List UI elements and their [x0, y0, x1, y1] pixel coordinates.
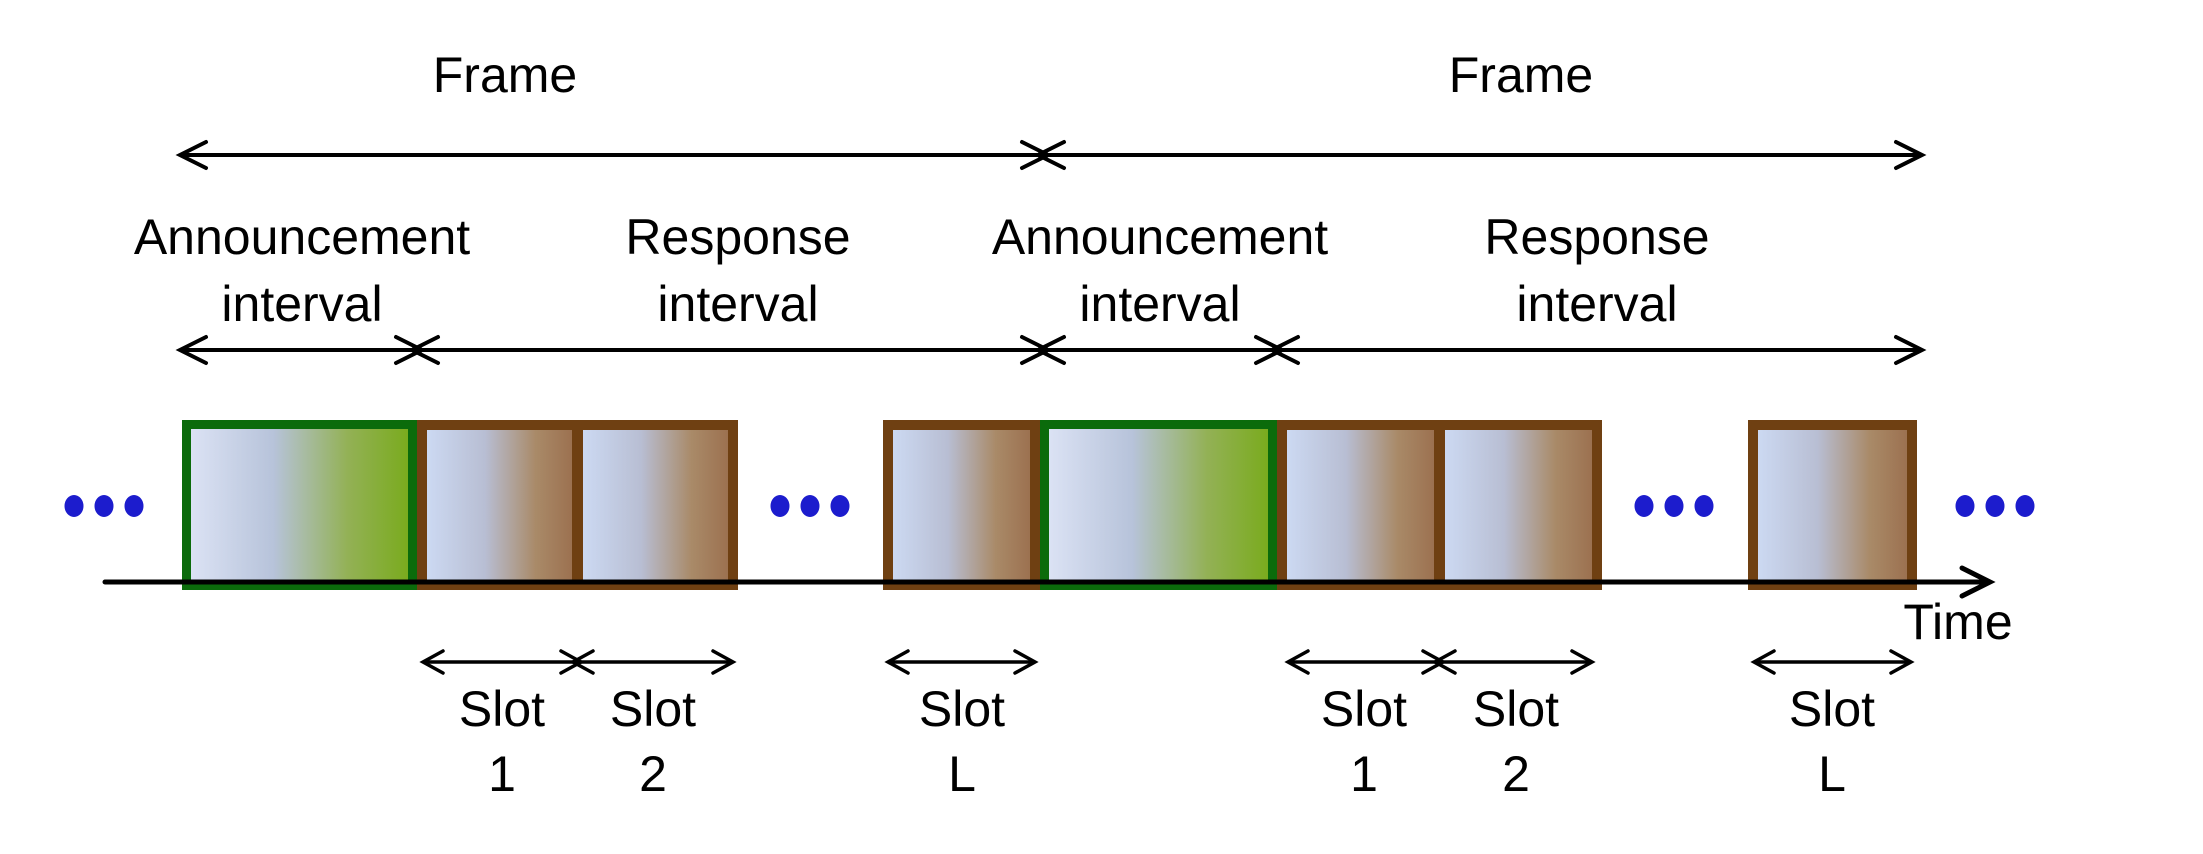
announcement-cell — [191, 429, 408, 581]
slot-2-label-frame-1-word: Slot — [609, 681, 697, 737]
slot-1-label-frame-1-word: Slot — [458, 681, 546, 737]
slot-L-cell-frame-1 — [893, 430, 1030, 580]
slot-1-label-frame-2-index: 1 — [1350, 746, 1378, 802]
announcement-interval-2-label: Announcement interval — [992, 204, 1328, 338]
response-interval-2-label-line-1: Response — [1484, 209, 1710, 265]
slot-1-cell-frame-2 — [1287, 430, 1434, 580]
dot — [64, 495, 84, 517]
slot-L-label-frame-1-word: Slot — [918, 681, 1006, 737]
announcement-interval-2-arrow — [1033, 335, 1287, 365]
dot — [1955, 495, 1975, 517]
slot-1-extent-arrow-frame-1 — [419, 649, 585, 675]
response-interval-1-label: Response interval — [625, 204, 850, 338]
ellipsis-dots-frame-2 — [1634, 495, 1714, 517]
slot-2-cell-frame-2 — [1445, 430, 1592, 580]
slot-1-extent-arrow-frame-2 — [1284, 649, 1447, 675]
announcement-cell — [1049, 429, 1268, 581]
response-interval-1-label-line-1: Response — [625, 209, 851, 265]
slot-box-group-frame-1 — [417, 420, 738, 590]
ellipsis-dots-left — [64, 495, 144, 517]
dot — [124, 495, 144, 517]
slot-L-label-frame-2-index: L — [1818, 746, 1846, 802]
announcement-interval-1-label: Announcement interval — [134, 204, 470, 338]
slot-L-box-frame-1 — [883, 420, 1040, 590]
slot-2-extent-arrow-frame-1 — [569, 649, 737, 675]
dot — [800, 495, 820, 517]
dot — [830, 495, 850, 517]
slot-2-label-frame-2-index: 2 — [1502, 746, 1530, 802]
response-interval-2-label-line-2: interval — [1516, 276, 1678, 332]
announcement-interval-2-label-line-2: interval — [1079, 276, 1241, 332]
slot-L-extent-arrow-frame-2 — [1750, 649, 1915, 675]
slot-L-label-frame-2-word: Slot — [1788, 681, 1876, 737]
frame-1-label: Frame — [432, 47, 578, 103]
announcement-interval-1-arrow — [175, 335, 427, 365]
slot-L-label-frame-2: Slot L — [1789, 677, 1875, 807]
response-interval-2-arrow — [1267, 335, 1927, 365]
frame-2-extent-arrow — [1033, 140, 1927, 170]
slot-1-label-frame-2: Slot 1 — [1321, 677, 1407, 807]
response-interval-2-label: Response interval — [1484, 204, 1709, 338]
slot-1-label-frame-1: Slot 1 — [459, 677, 545, 807]
slot-2-label-frame-1-index: 2 — [639, 746, 667, 802]
announcement-box-frame-2 — [1040, 420, 1277, 590]
dot — [1694, 495, 1714, 517]
slot-L-box-frame-2 — [1748, 420, 1917, 590]
slot-L-label-frame-1-index: L — [948, 746, 976, 802]
slot-L-cell-frame-2 — [1758, 430, 1907, 580]
slot-2-cell-frame-1 — [583, 430, 728, 580]
slot-2-label-frame-2-word: Slot — [1472, 681, 1560, 737]
announcement-box-frame-1 — [182, 420, 417, 590]
dot — [1985, 495, 2005, 517]
dot — [94, 495, 114, 517]
announcement-interval-2-label-line-1: Announcement — [991, 209, 1329, 265]
slot-1-cell-frame-1 — [427, 430, 572, 580]
slot-1-label-frame-2-word: Slot — [1320, 681, 1408, 737]
response-interval-1-label-line-2: interval — [657, 276, 819, 332]
frame-1-extent-arrow — [175, 140, 1053, 170]
slot-box-group-frame-2 — [1277, 420, 1602, 590]
slot-1-label-frame-1-index: 1 — [488, 746, 516, 802]
slot-2-label-frame-1: Slot 2 — [610, 677, 696, 807]
announcement-interval-1-label-line-2: interval — [221, 276, 383, 332]
slot-L-extent-arrow-frame-1 — [884, 649, 1039, 675]
dot — [2015, 495, 2035, 517]
slot-2-extent-arrow-frame-2 — [1431, 649, 1596, 675]
slot-L-label-frame-1: Slot L — [919, 677, 1005, 807]
dot — [1664, 495, 1684, 517]
response-interval-1-arrow — [407, 335, 1053, 365]
announcement-interval-1-label-line-1: Announcement — [133, 209, 471, 265]
frame-2-label: Frame — [1448, 47, 1594, 103]
ellipsis-dots-frame-1 — [770, 495, 850, 517]
time-axis-label: Time — [1903, 594, 2013, 650]
dot — [1634, 495, 1654, 517]
dot — [770, 495, 790, 517]
slot-2-label-frame-2: Slot 2 — [1473, 677, 1559, 807]
ellipsis-dots-right — [1955, 495, 2035, 517]
